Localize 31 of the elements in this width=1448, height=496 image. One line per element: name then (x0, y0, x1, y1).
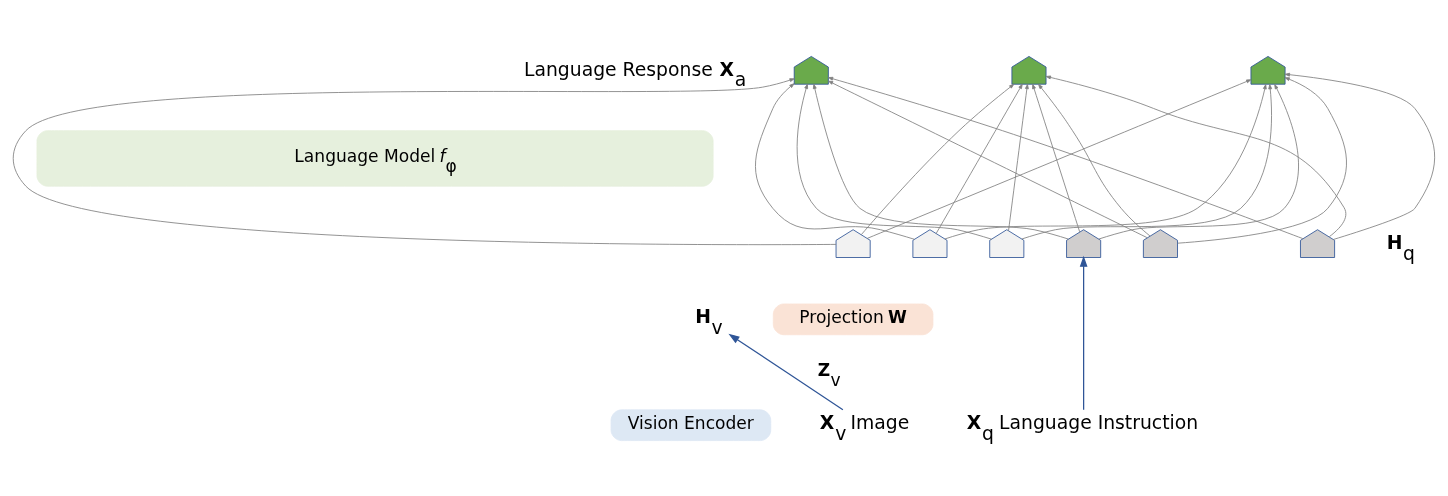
arrow (796, 83, 992, 240)
arrow (1038, 83, 1151, 236)
node-pentagon (989, 228, 1025, 258)
arrow (12, 77, 837, 245)
node-pentagon (1300, 228, 1336, 258)
arrow (1032, 83, 1081, 232)
node-box: Projection W (772, 303, 934, 335)
arrow (1021, 83, 1273, 239)
arrow (1177, 76, 1347, 244)
arrow (1079, 255, 1088, 410)
node-pentagon (1011, 55, 1047, 85)
arrow (860, 83, 1015, 235)
arrow (944, 83, 1267, 239)
node-pentagon (1066, 228, 1102, 258)
arrow (828, 76, 1304, 239)
arrow (1045, 75, 1347, 237)
arrow (866, 78, 1252, 239)
arrow (812, 83, 1069, 239)
arrow (728, 333, 844, 410)
node-pentagon (912, 228, 948, 258)
arrow (1284, 72, 1436, 240)
arrow (755, 82, 915, 240)
arrow (1008, 83, 1029, 231)
node-pentagon (1250, 55, 1286, 85)
node-pentagon (793, 55, 829, 85)
node-pentagon (835, 228, 871, 258)
node-box: Vision Encoder (610, 408, 772, 441)
arrow (1098, 83, 1299, 239)
arrow (828, 80, 1148, 238)
arrow (935, 83, 1023, 234)
node-pentagon (1142, 228, 1178, 258)
